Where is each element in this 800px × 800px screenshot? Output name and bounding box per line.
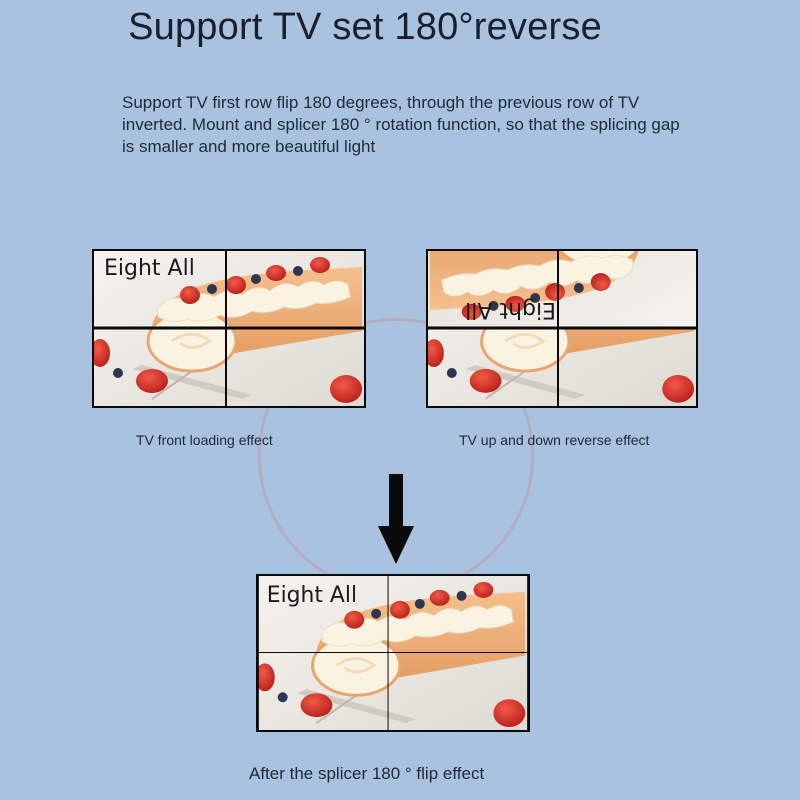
page-title: Support TV set 180°reverse	[128, 6, 602, 48]
panel-front-loading: Eight All	[92, 249, 366, 408]
down-arrow-icon	[378, 474, 414, 564]
panel-reverse: Eight All	[426, 249, 698, 408]
panel-front-label: Eight All	[104, 256, 195, 281]
panel-result-label: Eight All	[267, 583, 357, 608]
caption-reverse: TV up and down reverse effect	[459, 432, 650, 448]
panel-front-image: Eight All	[92, 249, 366, 408]
caption-front: TV front loading effect	[136, 432, 273, 448]
description-text: Support TV first row flip 180 degrees, t…	[122, 93, 680, 156]
panel-result-image: Eight All	[256, 574, 530, 732]
panel-reverse-image: Eight All	[426, 249, 698, 408]
caption-result: After the splicer 180 ° flip effect	[249, 764, 485, 783]
panel-result: Eight All	[256, 574, 530, 732]
panel-reverse-label: Eight All	[465, 297, 556, 322]
